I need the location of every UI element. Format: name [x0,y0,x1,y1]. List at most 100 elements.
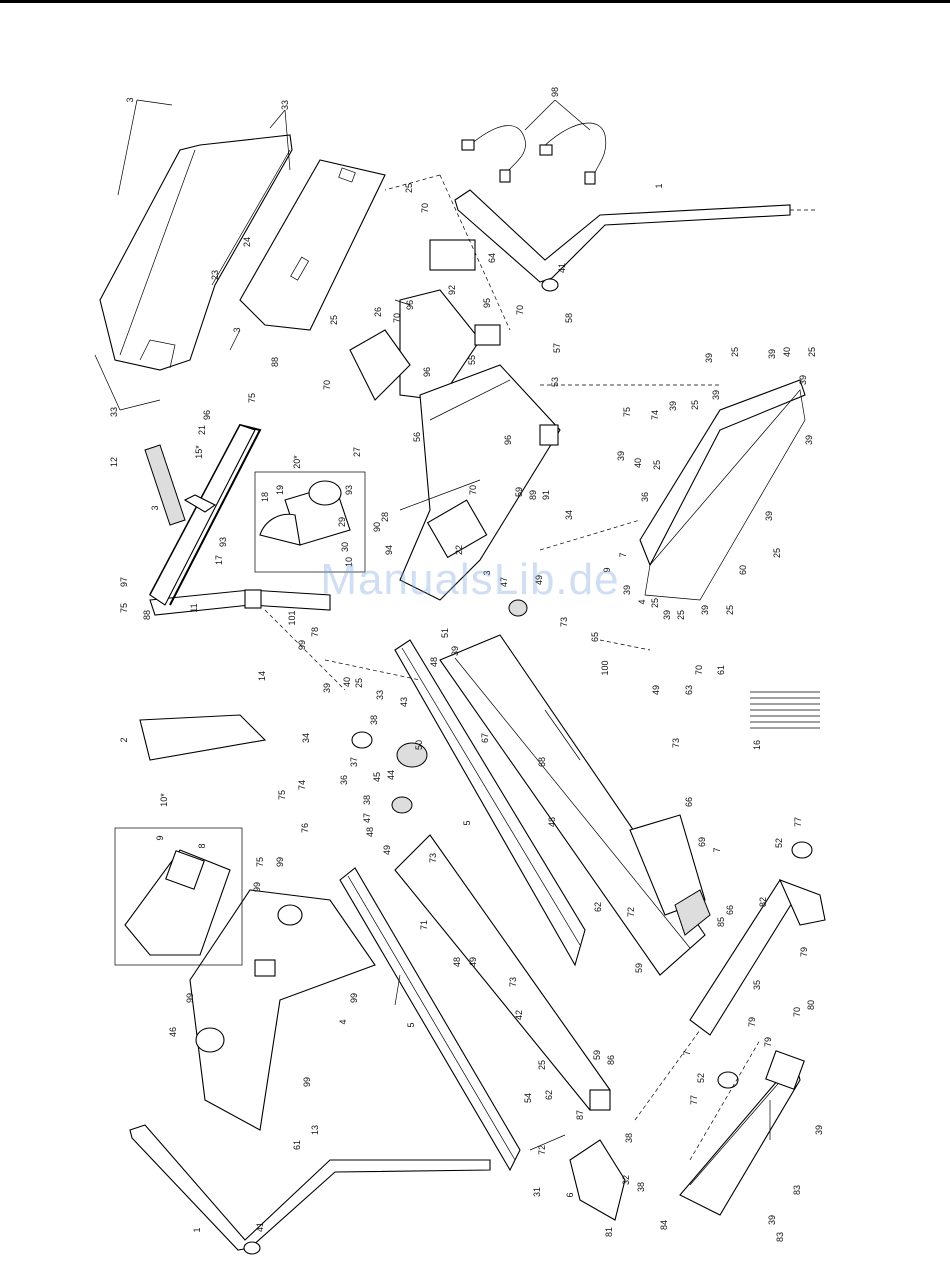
label-p39o: 39 [767,1215,777,1225]
label-p70a: 70 [420,203,430,213]
watermark: ManualsLib.de [320,555,620,604]
label-p40b: 40 [633,458,643,468]
label-p15: 15* [194,445,204,459]
label-p32: 32 [621,1175,631,1185]
label-p70e: 70 [468,485,478,495]
label-p33b: 33 [109,407,119,417]
label-p96a: 96 [405,300,415,310]
label-p5a: 5 [462,820,472,825]
label-p39k: 39 [700,605,710,615]
label-p70d: 70 [322,380,332,390]
label-p55: 55 [467,355,477,365]
label-p52a: 52 [774,838,784,848]
label-p62b: 62 [544,1090,554,1100]
label-p25k: 25 [354,678,364,688]
label-p73c: 73 [428,853,438,863]
label-p39f: 39 [804,435,814,445]
label-p61a: 61 [716,665,726,675]
label-p75a: 75 [247,393,257,403]
controller-assembly [349,239,501,401]
label-p39g: 39 [616,451,626,461]
label-p99b: 99 [275,857,285,867]
label-p25j: 25 [725,605,735,615]
label-p27: 27 [352,447,362,457]
label-p101: 101 [287,610,297,625]
label-p36b: 36 [339,775,349,785]
motor-box [254,471,366,573]
label-p68: 68 [537,757,547,767]
label-p86: 86 [606,1055,616,1065]
label-p71: 71 [419,920,429,930]
label-p4b: 4 [338,1019,348,1024]
label-p70b: 70 [392,313,402,323]
label-p75b: 75 [622,407,632,417]
label-p7a: 7 [618,552,628,557]
label-p11: 11 [189,603,199,612]
label-p36a: 36 [640,492,650,502]
label-p47b: 47 [362,813,372,823]
label-p40c: 40 [342,677,352,687]
main-frame [149,364,561,616]
label-p49b: 49 [651,685,661,695]
part-number-labels: 3 33 98 1 25 24 23 70 64 41 92 96 70 26 … [109,87,824,1242]
motor-hood [99,134,293,371]
label-p5b: 5 [406,1022,416,1027]
console-bracket [139,714,267,761]
label-p39a: 39 [704,353,714,363]
hood-bracket [239,159,386,331]
label-p25a: 25 [404,183,414,193]
label-p75d: 75 [277,790,287,800]
label-p97: 97 [119,577,129,587]
label-p13: 13 [310,1125,320,1135]
deck-rails [339,639,586,1172]
label-p59a: 59 [514,487,524,497]
label-p25c: 25 [730,347,740,357]
label-p47a: 47 [499,577,509,587]
label-p80: 80 [806,1000,816,1010]
label-p74a: 74 [650,410,660,420]
label-p66b: 66 [725,905,735,915]
label-p28: 28 [380,512,390,522]
label-p48c: 48 [547,817,557,827]
label-p93a: 93 [344,485,354,495]
label-p34b: 34 [301,733,311,743]
label-p79b: 79 [747,1017,757,1027]
label-p3d: 3 [482,570,492,575]
label-p38c: 38 [624,1133,634,1143]
label-p62a: 62 [593,902,603,912]
label-p99a: 99 [297,640,307,650]
label-p70g: 70 [792,1007,802,1017]
label-p9b: 9 [155,835,165,840]
label-p18: 18 [260,492,270,502]
label-p64: 64 [487,253,497,263]
side-cover [639,379,806,601]
label-p92: 92 [447,285,457,295]
label-p43: 43 [399,697,409,707]
label-p48b: 48 [365,827,375,837]
label-p25h: 25 [650,598,660,608]
label-p75c: 75 [119,603,129,613]
label-p24: 24 [242,237,252,247]
label-p35: 35 [752,980,762,990]
left-upright [129,1124,491,1255]
label-p99e: 99 [349,993,359,1003]
label-p74b: 74 [297,780,307,790]
label-p79c: 79 [763,1037,773,1047]
label-p87: 87 [575,1110,585,1120]
label-p95: 95 [482,298,492,308]
label-p48a: 48 [429,657,439,667]
label-p50: 50 [414,740,424,750]
label-p85: 85 [716,917,726,927]
label-p2: 2 [119,737,129,742]
label-p45: 45 [372,772,382,782]
console-base [189,889,376,1131]
label-p37: 37 [349,757,359,767]
label-p9a: 9 [602,567,612,572]
label-p79a: 79 [799,947,809,957]
label-p48d: 48 [452,957,462,967]
label-p99f: 99 [302,1077,312,1087]
label-p77b: 77 [689,1095,699,1105]
guide-lines [264,174,761,1161]
label-p20: 20* [292,455,302,469]
label-p39j: 39 [662,610,672,620]
